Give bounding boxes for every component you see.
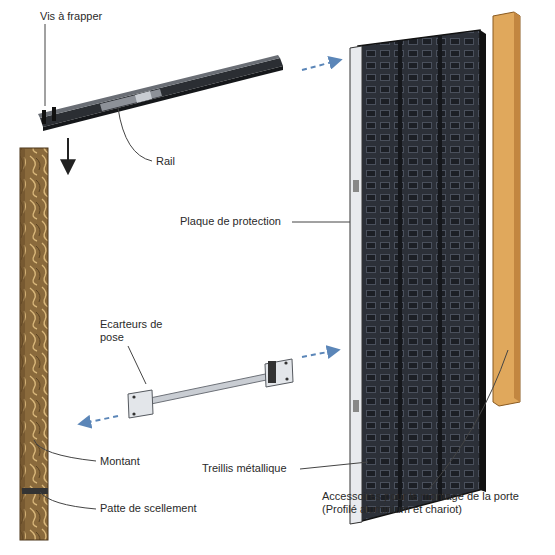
leader-line	[34, 24, 508, 509]
part-label: Ecarteurs de pose	[100, 318, 170, 344]
direction-arrow	[80, 60, 340, 424]
spacer-bar	[128, 359, 293, 418]
part-label: Plaque de protection	[180, 215, 292, 228]
screw	[42, 107, 56, 124]
part-label: Rail	[156, 155, 216, 168]
part-label: Vis à frapper	[40, 10, 150, 23]
door-profile	[493, 12, 520, 406]
part-label: Treillis métallique	[202, 462, 302, 475]
metal-mesh-panel	[358, 30, 486, 522]
part-label: Montant	[100, 455, 180, 468]
rail	[38, 55, 283, 131]
part-label: Patte de scellement	[100, 502, 230, 515]
protection-plate	[350, 46, 362, 524]
part-label: Accessoires pour le montage de la porte …	[322, 490, 547, 516]
wooden-stud	[20, 148, 48, 540]
assembly-arrow	[67, 138, 69, 172]
